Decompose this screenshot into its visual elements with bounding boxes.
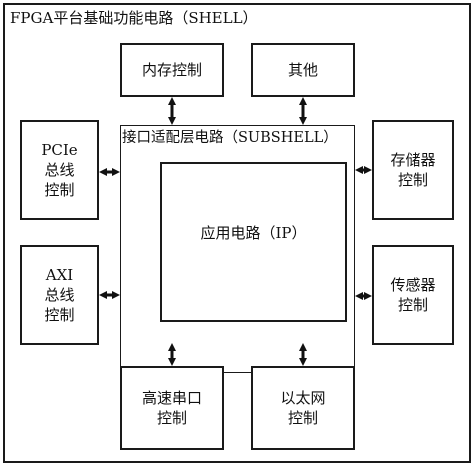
axi-control-box: AXI 总线 控制 bbox=[20, 245, 99, 345]
memory-control-box: 内存控制 bbox=[120, 43, 224, 97]
other-box: 其他 bbox=[251, 43, 355, 97]
serial-line2: 控制 bbox=[156, 409, 187, 427]
subshell-label: 接口适配层电路（SUBSHELL） bbox=[122, 130, 338, 146]
shell-label: FPGA平台基础功能电路（SHELL） bbox=[10, 9, 258, 27]
memory-control-label: 内存控制 bbox=[141, 61, 202, 79]
sensor-line1: 传感器 bbox=[390, 276, 436, 294]
ethernet-control-box: 以太网 控制 bbox=[251, 366, 355, 450]
pcie-control-box: PCIe 总线 控制 bbox=[20, 120, 99, 220]
other-label: 其他 bbox=[287, 61, 318, 79]
sensor-line2: 控制 bbox=[397, 296, 428, 314]
ethernet-line2: 控制 bbox=[287, 409, 318, 427]
axi-line1: AXI bbox=[45, 266, 74, 284]
serial-control-box: 高速串口 控制 bbox=[120, 366, 224, 450]
ip-label: 应用电路（IP） bbox=[200, 224, 307, 242]
ethernet-line1: 以太网 bbox=[280, 389, 326, 407]
storage-control-box: 存储器 控制 bbox=[372, 120, 454, 220]
sensor-control-box: 传感器 控制 bbox=[372, 245, 454, 345]
axi-line2: 总线 bbox=[44, 286, 75, 304]
storage-line1: 存储器 bbox=[390, 151, 436, 169]
serial-line1: 高速串口 bbox=[141, 389, 202, 407]
ip-box bbox=[160, 162, 347, 322]
pcie-line1: PCIe bbox=[41, 141, 78, 159]
axi-line3: 控制 bbox=[44, 306, 75, 324]
pcie-line3: 控制 bbox=[44, 181, 75, 199]
pcie-line2: 总线 bbox=[44, 161, 75, 179]
storage-line2: 控制 bbox=[397, 171, 428, 189]
